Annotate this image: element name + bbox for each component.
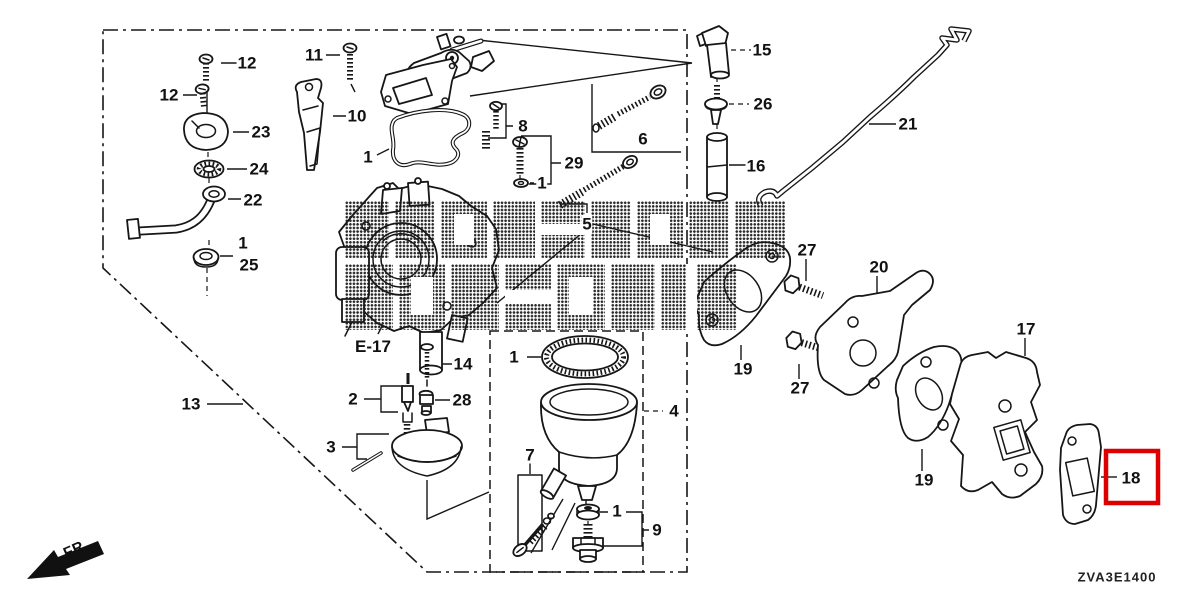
float-bowl-subassembly-box: [489, 330, 644, 573]
part-11-bolt: [342, 42, 358, 80]
part-label-26[interactable]: 26: [752, 94, 774, 114]
part-label-1-arm-nut[interactable]: 1: [237, 233, 249, 253]
part-1-bowl-gasket: [541, 335, 629, 379]
part-label-15[interactable]: 15: [751, 40, 773, 60]
part-label-27-upper[interactable]: 27: [796, 240, 818, 260]
part-label-29[interactable]: 29: [563, 153, 585, 173]
part-label-8[interactable]: 8: [517, 116, 529, 136]
part-label-1-washer-29[interactable]: 1: [536, 173, 548, 193]
part-label-5[interactable]: 5: [581, 214, 593, 234]
part-label-13[interactable]: 13: [180, 394, 202, 414]
part-16-tube: [706, 132, 728, 202]
front-direction-arrow-icon: [27, 541, 104, 579]
part-label-14[interactable]: 14: [452, 354, 474, 374]
part-label-1-top-gasket[interactable]: 1: [362, 147, 374, 167]
part-label-1-washer-9[interactable]: 1: [611, 501, 623, 521]
part-17-insulator: [949, 351, 1044, 499]
part-15-pump-cup: [696, 25, 730, 80]
part-label-16[interactable]: 16: [745, 156, 767, 176]
part-7-screw-set: [512, 512, 555, 557]
outer-boundary: [102, 29, 688, 573]
part-label-25[interactable]: 25: [238, 255, 260, 275]
part-label-7[interactable]: 7: [524, 445, 536, 465]
part-label-4[interactable]: 4: [668, 401, 680, 421]
part-23-cam: [183, 112, 229, 151]
part-22-link-arm: [126, 185, 226, 240]
part-label-27-lower[interactable]: 27: [789, 378, 811, 398]
part-27-bolt-upper: [783, 274, 825, 299]
part-3-float: [351, 417, 463, 477]
part-label-12-upper[interactable]: 12: [236, 53, 258, 73]
part-1-top-gasket: [389, 108, 472, 168]
highlight-box[interactable]: [1103, 448, 1161, 506]
part-label-19-left[interactable]: 19: [732, 359, 754, 379]
part-label-23[interactable]: 23: [250, 122, 272, 142]
part-12-bolt-lower: [194, 83, 210, 109]
part-19-gasket-right: [894, 345, 963, 442]
pump-cover-assembly: [380, 33, 495, 115]
part-label-22[interactable]: 22: [242, 190, 264, 210]
part-14-jet-holder: [420, 343, 434, 387]
part-label-24[interactable]: 24: [248, 159, 270, 179]
part-10-choke-lever: [294, 78, 324, 171]
part-label-3[interactable]: 3: [325, 437, 337, 457]
part-1-drain-washer: [576, 503, 600, 521]
part-21-fuel-pipe: [756, 26, 972, 208]
part-label-2[interactable]: 2: [347, 389, 359, 409]
part-label-19-right[interactable]: 19: [913, 470, 935, 490]
part-29-screw: [512, 136, 529, 188]
part-12-bolt-upper: [198, 53, 214, 82]
part-9-drain-bolt: [572, 524, 604, 563]
part-25-nut: [192, 248, 220, 268]
part-label-21[interactable]: 21: [897, 114, 919, 134]
part-label-11[interactable]: 11: [304, 45, 324, 65]
part-label-1-bowl-gasket[interactable]: 1: [508, 347, 520, 367]
part-label-18[interactable]: 18: [1120, 468, 1142, 488]
part-28-main-jet: [418, 389, 434, 416]
part-6-screw-set: [592, 84, 667, 133]
part-label-28[interactable]: 28: [451, 390, 473, 410]
part-label-10[interactable]: 10: [346, 106, 368, 126]
part-18-gasket: [1059, 423, 1102, 525]
part-label-9[interactable]: 9: [651, 520, 663, 540]
part-label-12-lower[interactable]: 12: [158, 85, 180, 105]
screw-set-7-box: [517, 474, 543, 552]
part-label-20[interactable]: 20: [868, 257, 890, 277]
part-label-17[interactable]: 17: [1015, 319, 1037, 339]
diagram-code: ZVA3E1400: [1077, 569, 1157, 585]
section-ref-e17[interactable]: E-17: [355, 337, 391, 357]
part-20-plate: [814, 269, 934, 396]
part-24-washer: [193, 159, 225, 179]
leader-lines: [183, 39, 1117, 554]
part-26-nozzle: [704, 85, 728, 125]
part-4-float-chamber: [539, 383, 638, 501]
part-8-screw-spring: [482, 100, 503, 151]
part-label-6[interactable]: 6: [637, 129, 649, 149]
